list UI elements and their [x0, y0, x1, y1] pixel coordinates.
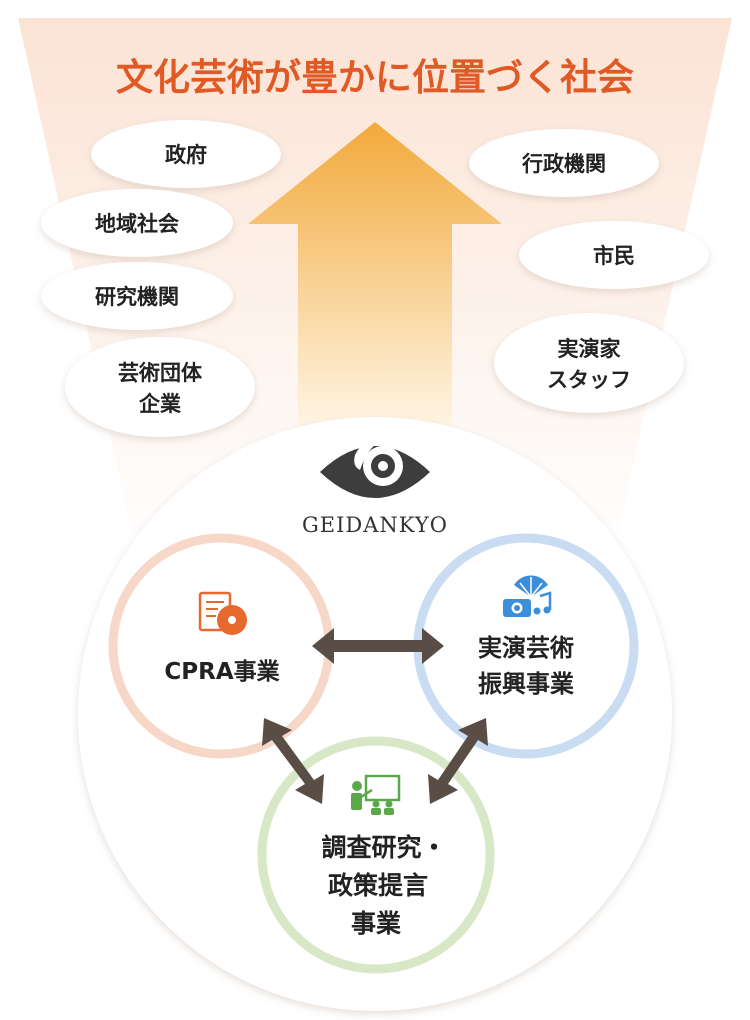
entity-label-administration: 行政機関	[521, 152, 606, 176]
entity-label-performers-line1: 実演家	[558, 337, 622, 361]
entity-ellipse-community	[41, 189, 233, 257]
entity-ellipse-research-institution	[41, 262, 233, 330]
entity-label-government: 政府	[165, 143, 207, 167]
up-arrow	[248, 122, 502, 430]
entity-ellipse-arts-org	[65, 337, 255, 437]
geidankyo-logo	[320, 443, 430, 498]
arrow-cpra-performing	[312, 628, 444, 664]
arrow-cpra-research	[262, 718, 324, 804]
entity-ellipse-performers	[494, 313, 684, 413]
research-label-line3: 事業	[351, 909, 401, 938]
cd-document-icon	[198, 591, 247, 635]
entity-label-arts-org-line2: 企業	[138, 392, 182, 416]
cpra-label: CPRA事業	[164, 658, 280, 685]
entity-label-performers-line2: スタッフ	[547, 368, 631, 392]
performing-arts-label-line1: 実演芸術	[478, 634, 574, 662]
entity-label-citizens: 市民	[593, 244, 635, 268]
arrow-performing-research	[428, 718, 488, 804]
page-title: 文化芸術が豊かに位置づく社会	[116, 56, 634, 99]
entity-label-community: 地域社会	[95, 212, 179, 236]
entity-label-arts-org-line1: 芸術団体	[118, 361, 203, 385]
performing-arts-label-line2: 振興事業	[478, 670, 574, 698]
cpra-ring	[108, 533, 334, 759]
entity-ellipse-administration	[469, 129, 659, 197]
fan-camera-music-icon	[503, 575, 552, 617]
entity-ellipse-government	[91, 120, 281, 188]
presentation-icon	[351, 774, 401, 815]
research-label-line2: 政策提言	[328, 871, 428, 900]
entity-label-research-institution: 研究機関	[95, 285, 179, 309]
logo-text: GEIDANKYO	[302, 513, 448, 537]
research-label-line1: 調査研究・	[321, 833, 446, 862]
entity-ellipse-citizens	[519, 221, 709, 289]
